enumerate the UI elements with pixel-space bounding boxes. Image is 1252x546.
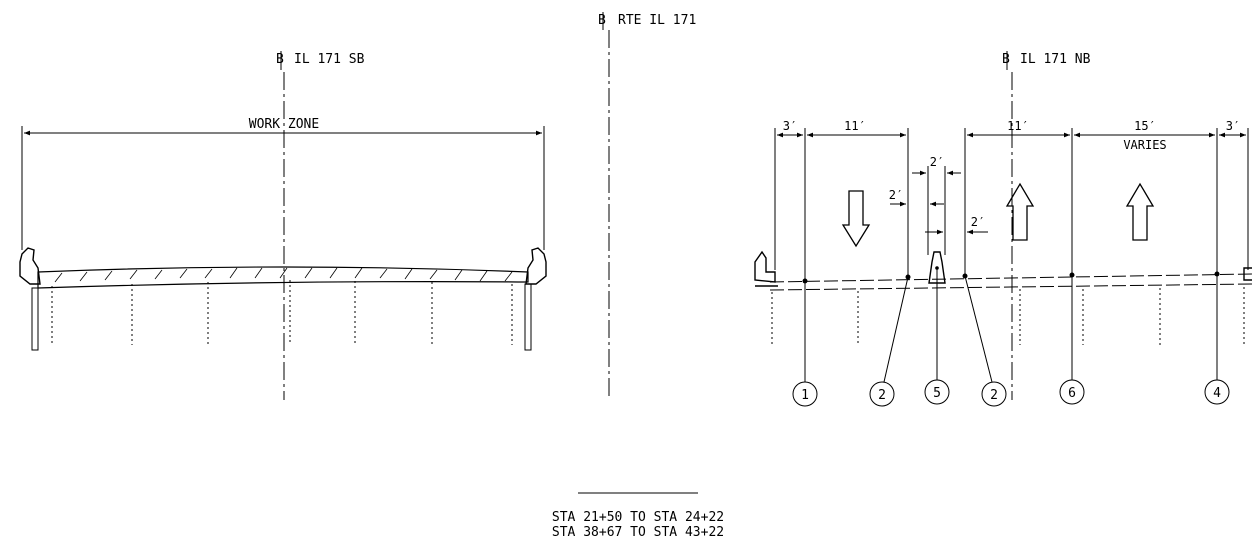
dim-lane-1: 11′	[844, 119, 866, 133]
callout-leaders	[804, 268, 1218, 383]
dim-lane-3: 15′	[1134, 119, 1156, 133]
centerline-symbol-icon: B	[1002, 51, 1010, 70]
callout-bubble: 5	[924, 379, 950, 405]
callout-bubble: 4	[1204, 379, 1230, 405]
svg-text:B: B	[1002, 52, 1010, 67]
work-zone-label: WORK ZONE	[249, 117, 319, 132]
southbound-centerline-label: IL 171 SB	[294, 52, 365, 67]
svg-text:1: 1	[801, 388, 809, 403]
dim-lane-2: 11′	[1007, 119, 1029, 133]
dim-shoulder-right: 3′	[1226, 119, 1240, 133]
main-centerline-label: RTE IL 171	[618, 13, 696, 28]
southbound-lane-arrow-icon	[841, 190, 871, 248]
northbound-centerline: B IL 171 NB	[1002, 51, 1091, 400]
northbound-lane-arrow-icon	[1005, 182, 1035, 241]
northbound-dimensions: 3′ 11′ 11′ 15′ VARIES 3′ 2′ 2′ 2′	[774, 119, 1249, 280]
dim-shoulder-left: 3′	[783, 119, 797, 133]
main-centerline: B RTE IL 171	[598, 12, 696, 400]
svg-text:2: 2	[990, 388, 998, 403]
svg-text:4: 4	[1213, 386, 1221, 401]
dim-median-right: 2′	[971, 215, 985, 229]
station-range-block: STA 21+50 TO STA 24+22 STA 38+67 TO STA …	[552, 492, 724, 540]
svg-text:5: 5	[933, 386, 941, 401]
svg-text:B: B	[276, 52, 284, 67]
northbound-centerline-label: IL 171 NB	[1020, 52, 1091, 67]
dim-median-left: 2′	[889, 188, 903, 202]
dim-lane-3-note: VARIES	[1123, 138, 1166, 152]
svg-text:B: B	[598, 13, 606, 28]
svg-text:2: 2	[878, 388, 886, 403]
southbound-centerline: B IL 171 SB	[276, 51, 365, 400]
callout-bubble: 6	[1059, 379, 1085, 405]
work-zone-dimension: WORK ZONE	[21, 117, 545, 250]
dim-median-top: 2′	[930, 155, 944, 169]
station-range-2: STA 38+67 TO STA 43+22	[552, 525, 724, 540]
centerline-symbol-icon: B	[276, 51, 284, 70]
northbound-deck	[754, 250, 1252, 345]
callout-bubble: 2	[869, 381, 895, 407]
callout-bubble: 1	[792, 381, 818, 407]
northbound-lane-arrow-icon	[1125, 182, 1155, 241]
svg-text:6: 6	[1068, 386, 1076, 401]
callout-bubble: 2	[981, 381, 1007, 407]
station-range-1: STA 21+50 TO STA 24+22	[552, 510, 724, 525]
southbound-deck	[19, 247, 547, 351]
centerline-symbol-icon: B	[598, 12, 606, 30]
